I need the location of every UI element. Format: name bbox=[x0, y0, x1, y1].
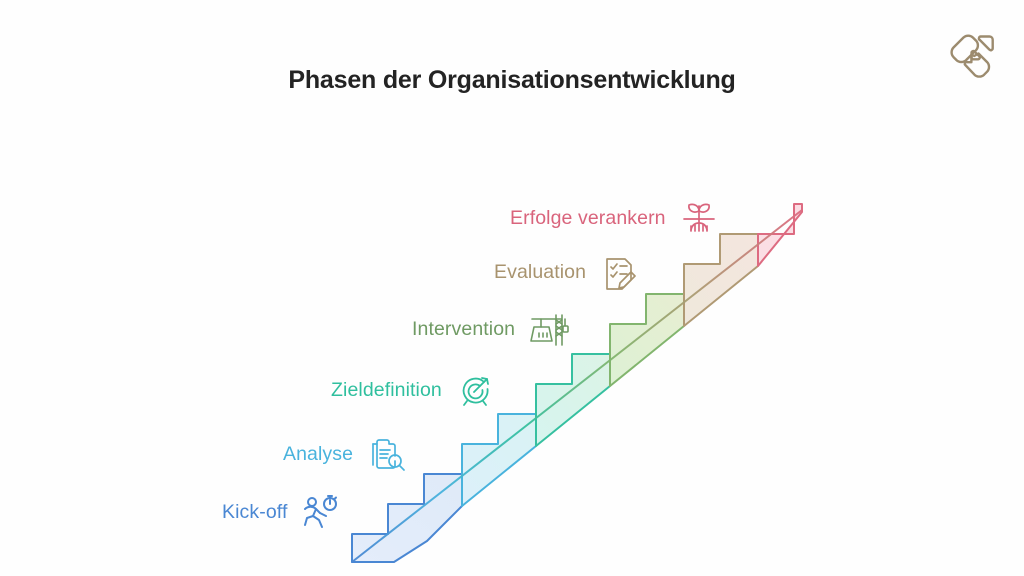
phase-row-intervention[interactable]: Intervention bbox=[412, 309, 569, 351]
stair-segment-analyse bbox=[461, 413, 537, 507]
phase-label-zieldefinition: Zieldefinition bbox=[331, 379, 442, 402]
stair-segment-intervention bbox=[609, 293, 685, 387]
phase-row-analyse[interactable]: Analyse bbox=[283, 434, 407, 476]
checklist-pencil-icon bbox=[598, 252, 640, 294]
crane-container-icon bbox=[527, 309, 569, 351]
running-person-stopwatch-icon bbox=[299, 492, 341, 534]
page-title: Phasen der Organisationsentwicklung bbox=[288, 66, 736, 94]
stair-underside-line bbox=[351, 209, 803, 563]
phase-row-evaluation[interactable]: Evaluation bbox=[494, 252, 640, 294]
phase-label-analyse: Analyse bbox=[283, 443, 354, 466]
phase-label-erfolge-verankern: Erfolge verankern bbox=[510, 207, 666, 230]
stair-segment-evaluation bbox=[683, 233, 759, 327]
phase-label-intervention: Intervention bbox=[412, 318, 516, 341]
phase-row-zieldefinition[interactable]: Zieldefinition bbox=[331, 370, 496, 412]
stair-segment-zieldefinition bbox=[535, 353, 611, 447]
seedling-roots-icon bbox=[678, 198, 720, 240]
target-arrow-icon bbox=[454, 370, 496, 412]
phase-row-kick-off[interactable]: Kick-off bbox=[222, 492, 341, 534]
phase-label-kick-off: Kick-off bbox=[222, 501, 288, 524]
clipboard-magnifier-icon bbox=[365, 434, 407, 476]
brand-logo bbox=[940, 24, 1002, 82]
phase-label-evaluation: Evaluation bbox=[494, 261, 587, 284]
stair-segment-erfolge-verankern bbox=[757, 203, 803, 267]
phase-row-erfolge-verankern[interactable]: Erfolge verankern bbox=[510, 198, 720, 240]
